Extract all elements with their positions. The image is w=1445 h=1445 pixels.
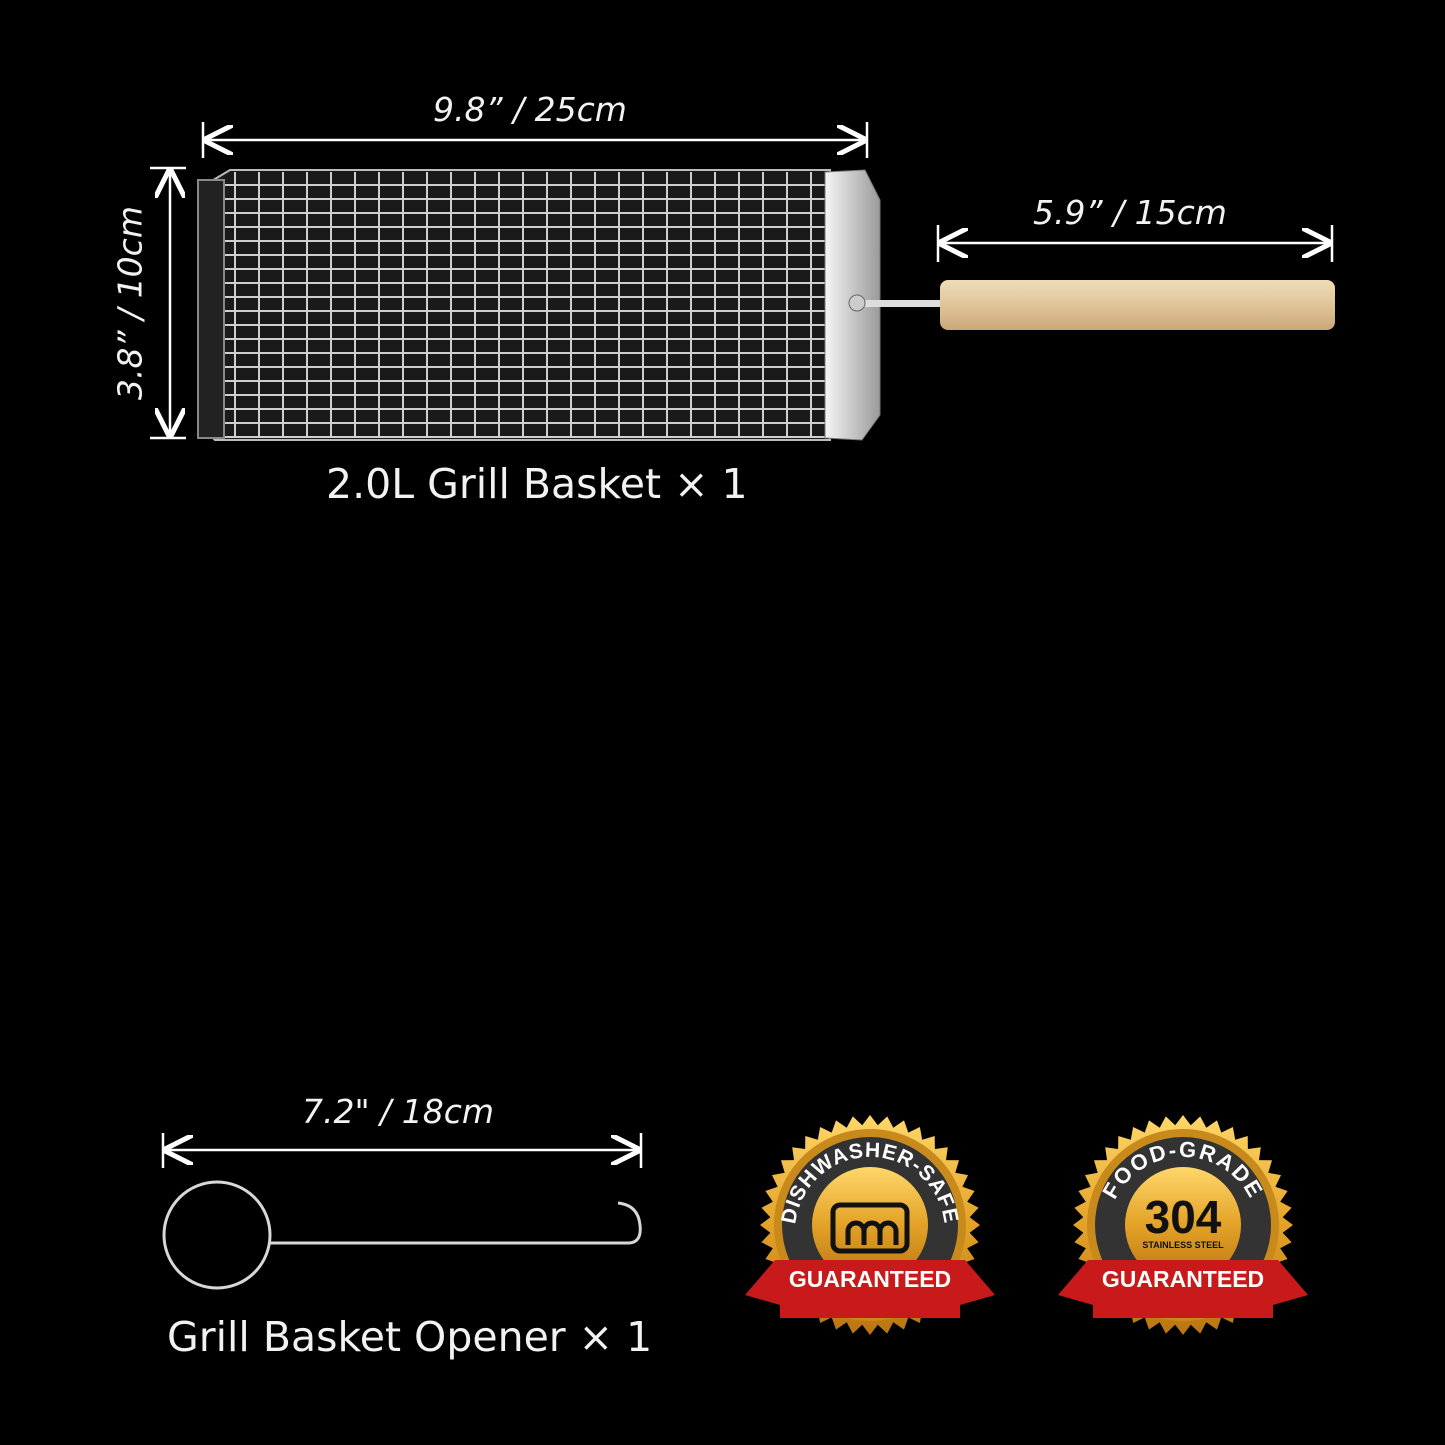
- svg-text:GUARANTEED: GUARANTEED: [789, 1266, 951, 1292]
- badge-food-grade-304: FOOD-GRADE 304 STAINLESS STEEL GUARANTEE…: [1058, 1115, 1308, 1335]
- basket-width-label: 9.8” / 25cm: [433, 90, 627, 129]
- dimension-lines: [150, 122, 1334, 1168]
- dishwasher-icon: [830, 1202, 910, 1254]
- basket-height-label: 3.8” / 10cm: [110, 206, 150, 400]
- svg-text:STAINLESS STEEL: STAINLESS STEEL: [1142, 1240, 1224, 1250]
- grill-basket: [197, 169, 1335, 441]
- wood-handle: [940, 280, 1335, 330]
- basket-caption: 2.0L Grill Basket × 1: [326, 460, 748, 508]
- handle-length-label: 5.9” / 15cm: [1033, 193, 1227, 232]
- badge-dishwasher-safe: DISHWASHER-SAFE GUARANTEED: [745, 1115, 995, 1335]
- opener-caption: Grill Basket Opener × 1: [167, 1313, 653, 1361]
- svg-text:GUARANTEED: GUARANTEED: [1102, 1266, 1264, 1292]
- svg-text:304: 304: [1145, 1191, 1222, 1243]
- opener-length-label: 7.2" / 18cm: [302, 1092, 495, 1131]
- basket-opener: [162, 1180, 642, 1290]
